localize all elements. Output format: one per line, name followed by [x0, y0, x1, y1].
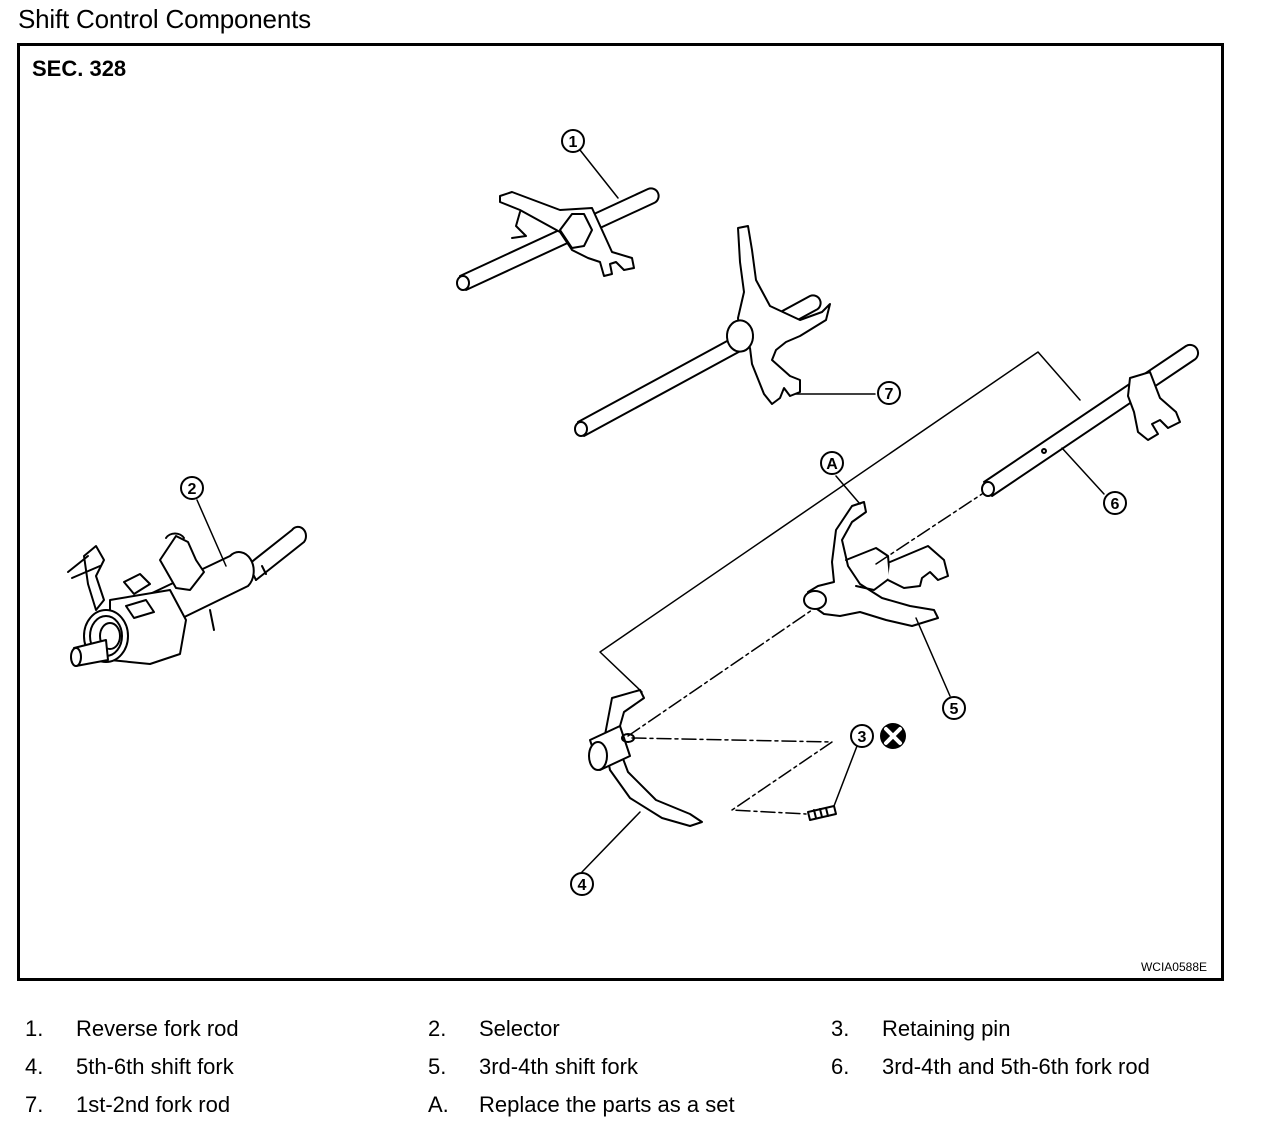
callout-circle-4 [570, 872, 594, 896]
callout-label-4: 4 [578, 877, 587, 894]
callout-circle-7 [877, 381, 901, 405]
diagram-frame: SEC. 328 WCIA0588E [17, 43, 1224, 981]
5th-6th-shift-fork-part [588, 689, 703, 827]
retaining-pin-part [807, 805, 837, 821]
callout-circle-a [820, 451, 844, 475]
leader-lines [196, 149, 1105, 873]
page-title: Shift Control Components [18, 4, 311, 34]
reference-code: WCIA0588E [1140, 960, 1207, 974]
callout-label-3: 3 [858, 729, 867, 746]
callout-label-6: 6 [1111, 496, 1120, 513]
1st-2nd-fork-rod-part [574, 225, 831, 437]
circled-x-icon [880, 723, 906, 749]
callout-label-2: 2 [188, 481, 197, 498]
callout-circle-6 [1103, 491, 1127, 515]
callout-label-a: A [826, 456, 838, 473]
shift-fork-rod-6-part [981, 343, 1200, 497]
alignment-lines [627, 493, 983, 815]
callout-label-7: 7 [885, 386, 894, 403]
exploded-parts-diagram: 1 2 3 4 5 6 7 A [67, 129, 1200, 896]
callout-label-1: 1 [569, 134, 578, 151]
callout-circle-3 [850, 724, 874, 748]
callout-label-5: 5 [950, 701, 959, 718]
callout-circle-1 [561, 129, 585, 153]
callout-circle-2 [180, 476, 204, 500]
reverse-fork-rod-part [456, 187, 660, 291]
set-bracket-line [599, 351, 1081, 693]
3rd-4th-shift-fork-part [803, 501, 949, 627]
section-label: SEC. 328 [32, 56, 127, 81]
selector-part [67, 525, 307, 667]
callout-circle-5 [942, 696, 966, 720]
